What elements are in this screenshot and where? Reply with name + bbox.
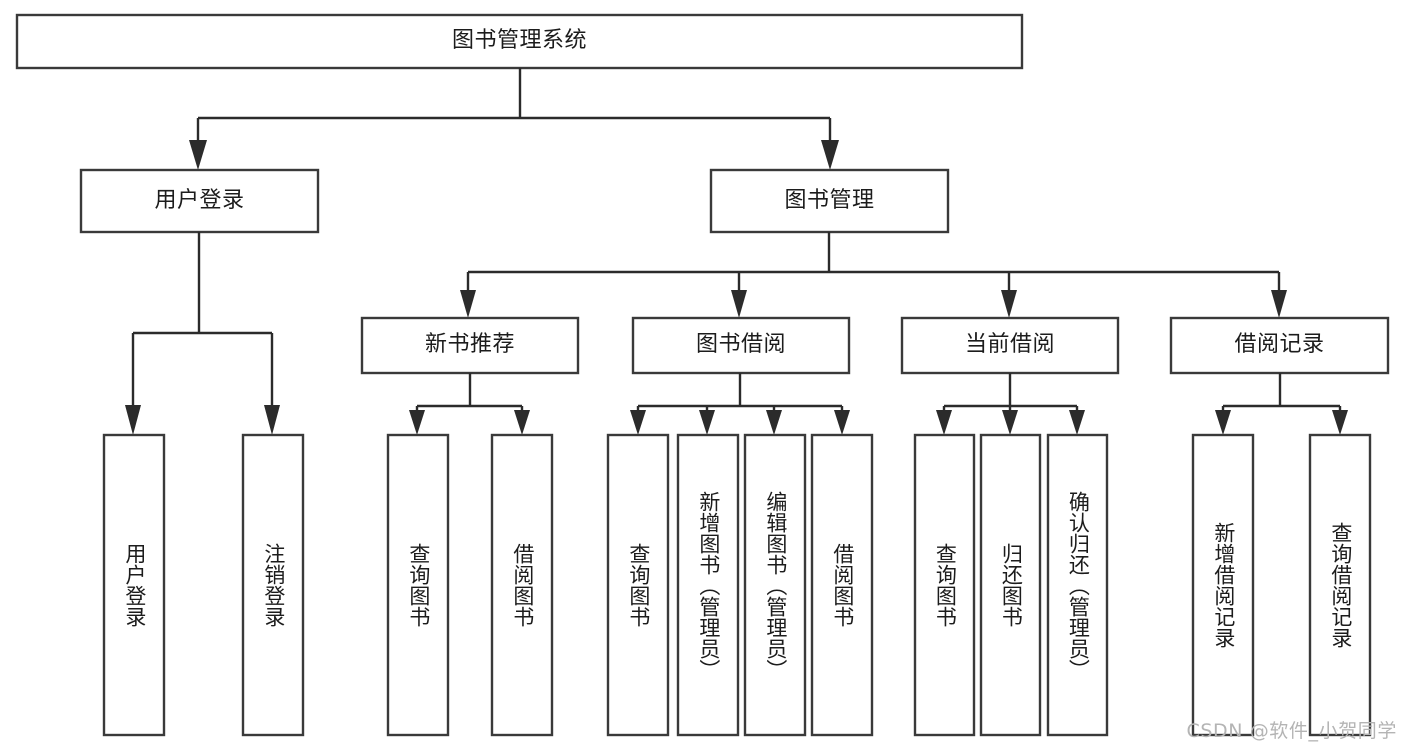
arrowhead-book-manage [821,140,839,170]
leaf-bb-edit-book[interactable] [743,433,807,737]
leaf-cb-return-book[interactable] [979,433,1042,737]
leaf-logout[interactable] [241,433,305,737]
leaf-bb-borrow-book[interactable] [810,433,874,737]
node-borrow-record[interactable] [1169,316,1390,375]
leaf-bb-add-book[interactable] [676,433,740,737]
arrowhead-user-login [189,140,207,170]
arrowhead-new-book [460,290,476,318]
arrowhead-cb-confirm [1069,410,1085,435]
leaf-cb-confirm-return[interactable] [1046,433,1109,737]
arrowhead-leaf-user-login [125,405,141,435]
leaf-br-add-record[interactable] [1191,433,1255,737]
arrowhead-bb-add [699,410,715,435]
arrowhead-current-borrow [1001,290,1017,318]
leaf-bb-query-book[interactable] [606,433,670,737]
arrowhead-br-add [1215,410,1231,435]
node-root-system[interactable] [15,13,1024,70]
arrowhead-borrow-record [1271,290,1287,318]
arrowhead-nb-borrow [514,410,530,435]
arrowhead-leaf-logout [264,405,280,435]
node-book-borrow[interactable] [631,316,851,375]
arrowhead-book-borrow [731,290,747,318]
arrowhead-bb-edit [766,410,782,435]
leaf-cb-query-book[interactable] [913,433,976,737]
node-new-book-recommend[interactable] [360,316,580,375]
csdn-watermark: CSDN @软件_小贺同学 [1186,720,1397,742]
node-current-borrow[interactable] [900,316,1120,375]
arrowhead-bb-query [630,410,646,435]
leaf-nb-borrow-book[interactable] [490,433,554,737]
arrowhead-cb-return [1002,410,1018,435]
leaf-user-login[interactable] [102,433,166,737]
node-book-management[interactable] [709,168,950,234]
node-user-login[interactable] [79,168,320,234]
arrowhead-bb-borrow [834,410,850,435]
arrowhead-nb-query [409,410,425,435]
arrowhead-cb-query [936,410,952,435]
leaf-nb-query-book[interactable] [386,433,450,737]
leaf-br-query-record[interactable] [1308,433,1372,737]
arrowhead-br-query [1332,410,1348,435]
